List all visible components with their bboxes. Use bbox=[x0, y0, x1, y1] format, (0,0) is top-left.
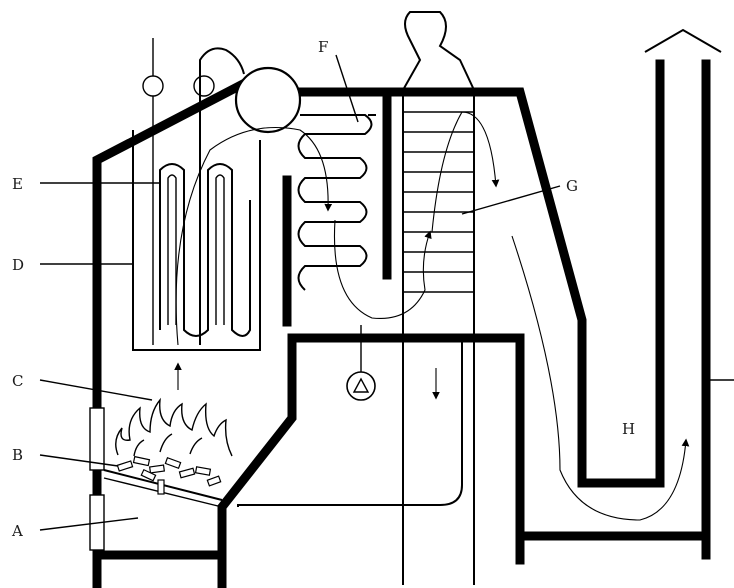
gauge-1 bbox=[143, 76, 163, 96]
preheater-tubes bbox=[403, 112, 474, 292]
preheater-shell bbox=[403, 12, 474, 585]
fuel-pellets bbox=[117, 457, 220, 486]
label-g: G bbox=[566, 177, 578, 195]
label-f: F bbox=[318, 38, 328, 56]
return-duct bbox=[238, 340, 462, 507]
outer-top-wall bbox=[300, 64, 660, 483]
label-a: A bbox=[11, 522, 23, 540]
fan-circle bbox=[347, 372, 375, 400]
flue-bottom-wall bbox=[520, 536, 706, 560]
flow-economiser bbox=[334, 220, 430, 318]
flames-inner bbox=[134, 434, 202, 456]
grate-bar bbox=[158, 480, 164, 494]
steam-drum bbox=[236, 68, 300, 132]
label-d: D bbox=[12, 256, 24, 274]
label-h: H bbox=[622, 420, 635, 438]
flames bbox=[116, 400, 232, 456]
leader-b bbox=[40, 455, 118, 466]
inner-block-wall bbox=[222, 338, 520, 584]
fire-door bbox=[90, 408, 104, 470]
gauge-2 bbox=[194, 76, 214, 96]
superheater-coil bbox=[160, 164, 250, 336]
flow-furnace bbox=[176, 128, 328, 346]
evaporator-outer-loop bbox=[133, 130, 260, 350]
label-c: C bbox=[12, 372, 23, 390]
label-e: E bbox=[12, 175, 23, 193]
chimney-cap bbox=[645, 30, 721, 52]
economiser-coil bbox=[299, 115, 372, 290]
label-b: B bbox=[12, 446, 23, 464]
leader-a bbox=[40, 518, 138, 530]
